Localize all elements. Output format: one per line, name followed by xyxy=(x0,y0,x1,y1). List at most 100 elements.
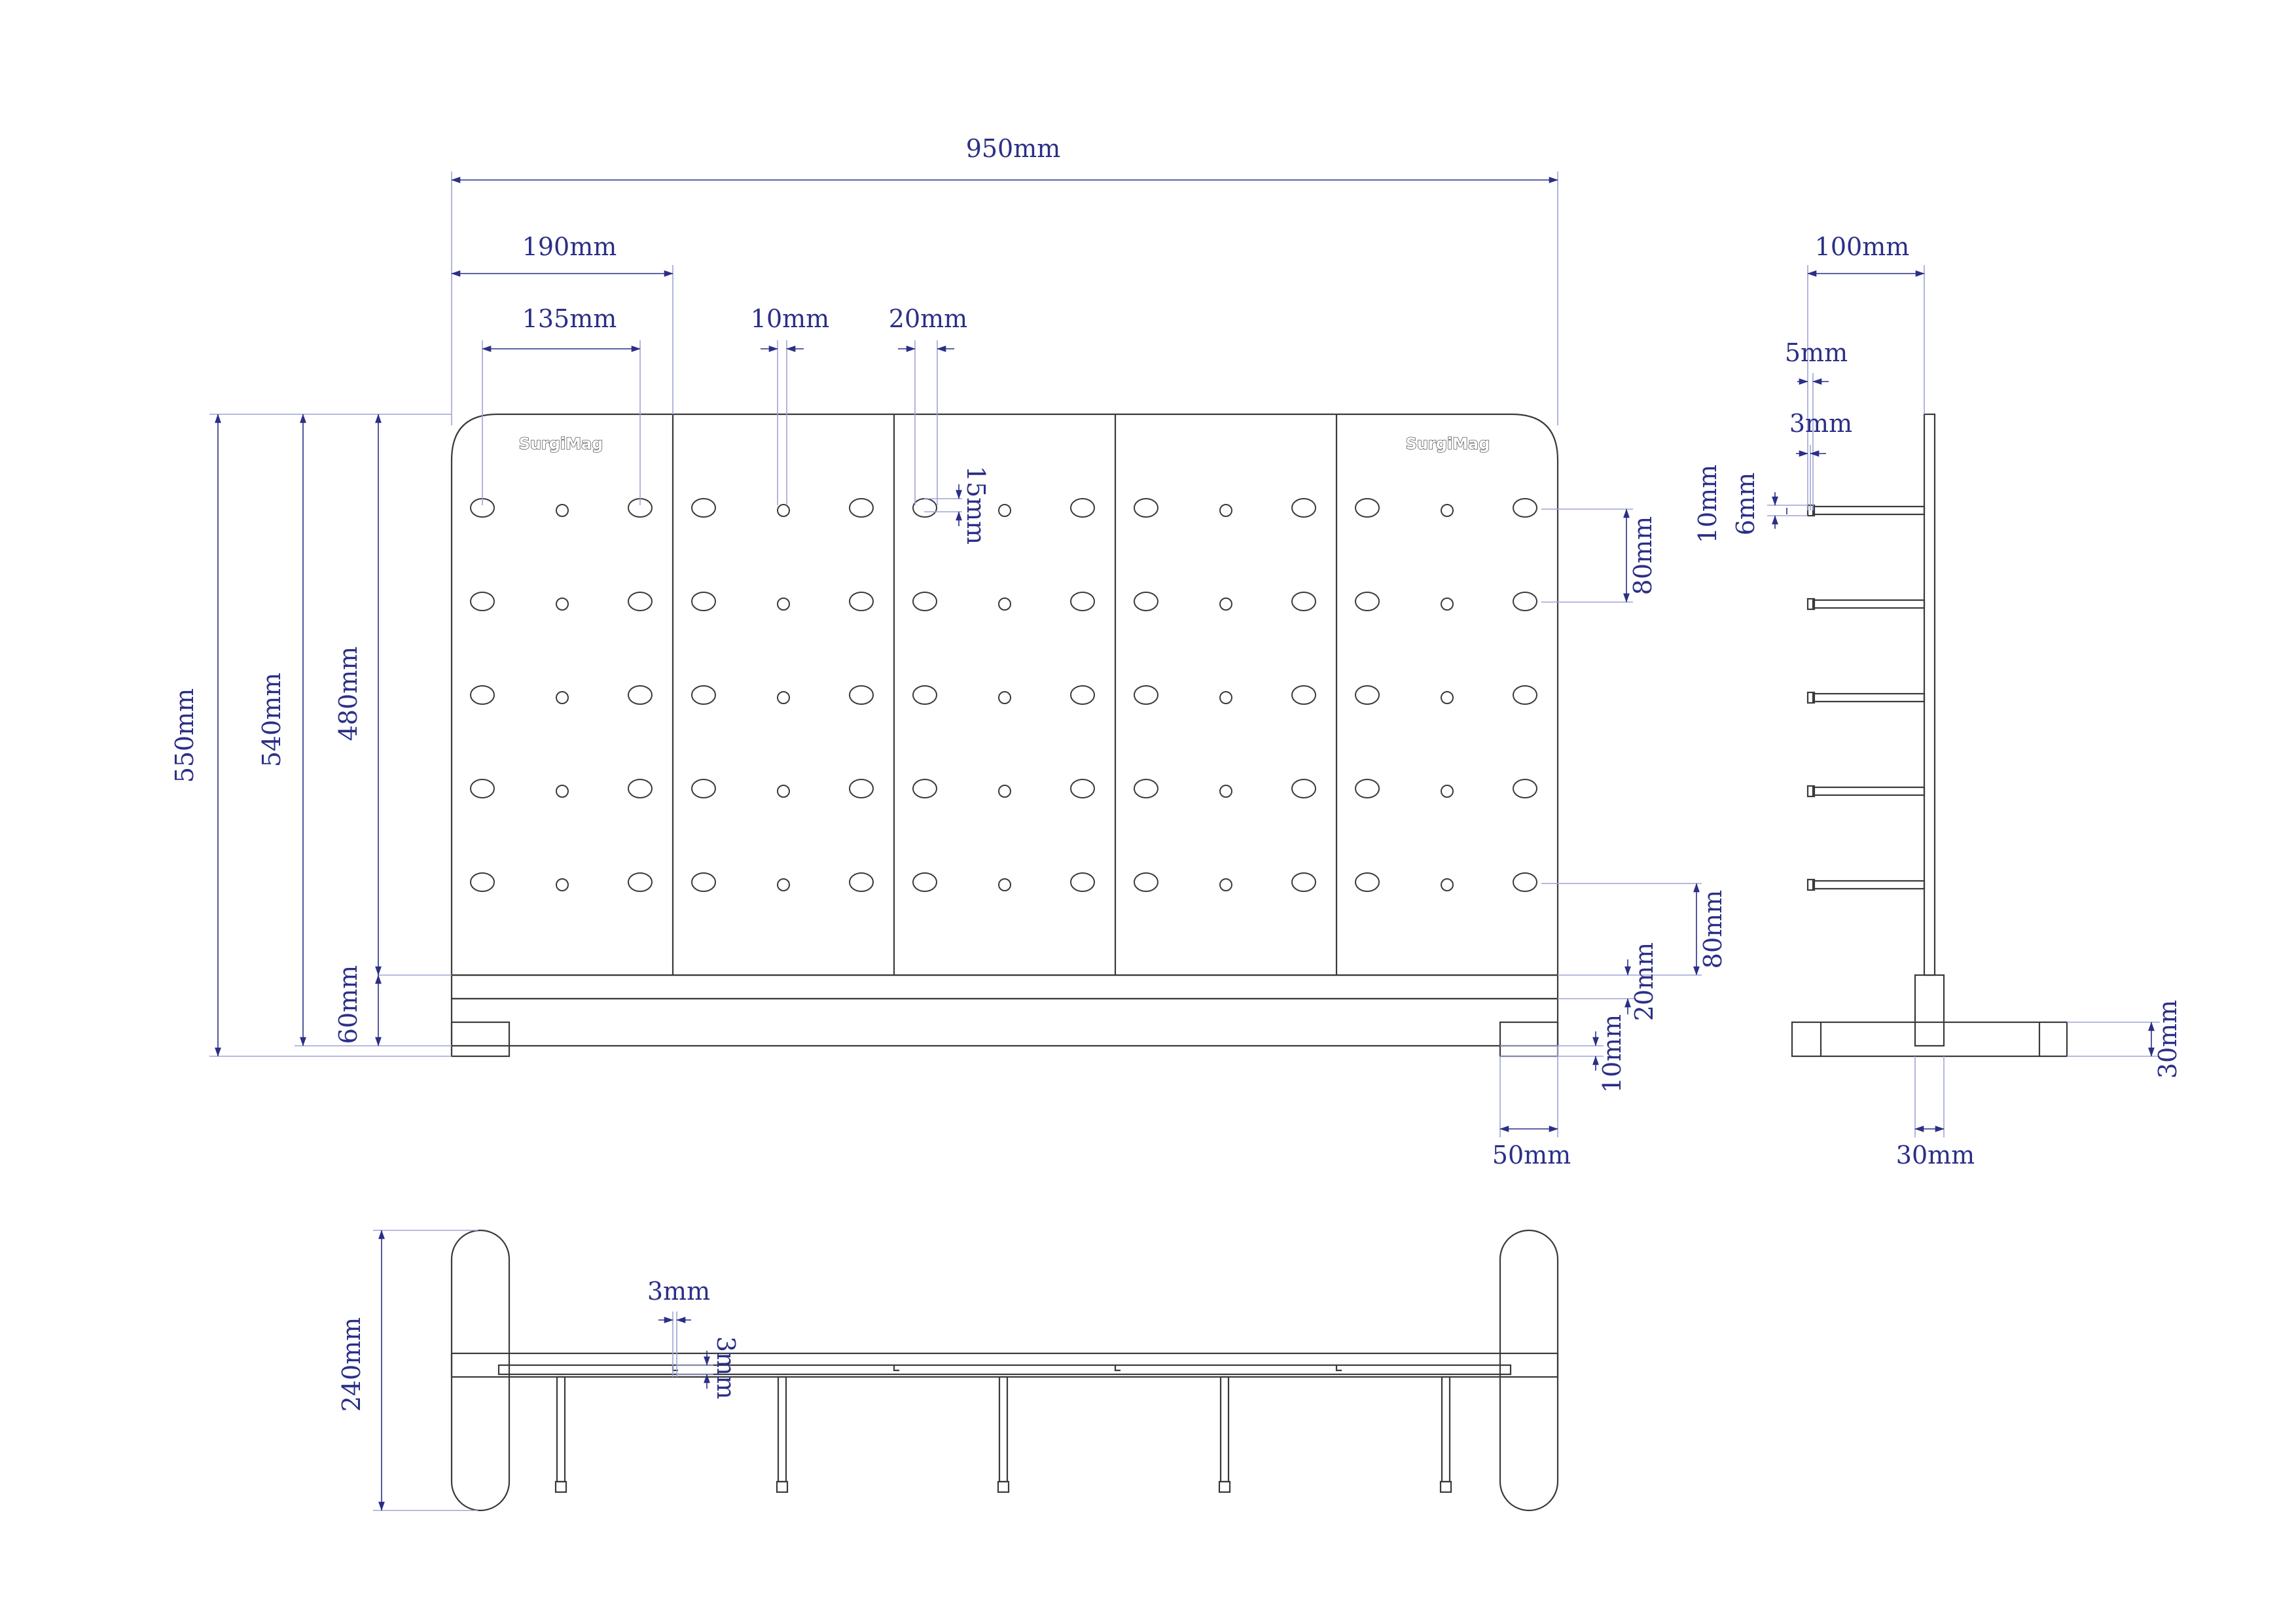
mounting-hole-large xyxy=(1134,592,1158,611)
dim-3-step-label: 3mm xyxy=(711,1336,740,1399)
mounting-hole-large xyxy=(1070,592,1095,611)
mounting-hole-small xyxy=(998,785,1011,798)
dim-540-label: 540mm xyxy=(257,673,286,768)
side-peg xyxy=(1812,505,1926,516)
rail-notch xyxy=(672,1365,678,1372)
dim-10-foot-label: 10mm xyxy=(1598,1014,1626,1093)
dim-190-label: 190mm xyxy=(522,232,617,261)
mounting-hole-small xyxy=(1441,785,1454,798)
top-leg-foot xyxy=(1439,1480,1452,1493)
side-peg xyxy=(1812,786,1926,796)
top-dimensions: 240mm 3mm 3mm xyxy=(337,1230,740,1511)
rail-notch xyxy=(1335,1365,1342,1372)
top-leg xyxy=(556,1376,566,1483)
mounting-hole-small xyxy=(556,504,569,517)
dim-10-label: 10mm xyxy=(751,304,829,333)
top-leg-foot xyxy=(1218,1480,1231,1493)
top-leg-foot xyxy=(554,1480,567,1493)
top-leg xyxy=(998,1376,1009,1483)
mounting-hole-small xyxy=(1219,597,1232,611)
mounting-hole-large xyxy=(1134,779,1158,798)
dim-135-label: 135mm xyxy=(522,304,617,333)
side-base xyxy=(1791,1021,2068,1058)
side-peg xyxy=(1812,692,1926,703)
mounting-hole-small xyxy=(556,878,569,891)
dim-240-label: 240mm xyxy=(337,1317,366,1412)
dim-3-top-label: 3mm xyxy=(647,1277,710,1306)
mounting-hole-small xyxy=(998,691,1011,704)
mounting-hole-large xyxy=(849,779,874,798)
mounting-hole-small xyxy=(998,597,1011,611)
dim-100-label: 100mm xyxy=(1815,232,1910,261)
mounting-hole-large xyxy=(1291,779,1316,798)
dim-10-side-label: 10mm xyxy=(1693,465,1722,543)
dim-5-label: 5mm xyxy=(1785,338,1848,367)
dim-60-label: 60mm xyxy=(334,965,363,1044)
dim-15-label: 15mm xyxy=(961,466,990,544)
dim-480-label: 480mm xyxy=(334,647,363,741)
mounting-hole-large xyxy=(849,685,874,705)
mounting-hole-large xyxy=(691,498,716,518)
dim-20-label: 20mm xyxy=(889,304,967,333)
brand-logo-right: SurgiMag xyxy=(1406,435,1490,453)
brand-logo-left: SurgiMag xyxy=(519,435,603,453)
mounting-hole-small xyxy=(1441,597,1454,611)
dim-30-side-label: 30mm xyxy=(2153,1000,2182,1079)
mounting-hole-large xyxy=(1513,685,1537,705)
board-outline xyxy=(450,413,1559,976)
foot-right xyxy=(1499,1021,1559,1058)
mounting-hole-large xyxy=(1070,498,1095,518)
base-strip xyxy=(450,974,1559,1000)
mounting-hole-large xyxy=(470,685,495,705)
top-leg xyxy=(1219,1376,1230,1483)
mounting-hole-large xyxy=(1355,685,1380,705)
side-dimensions: 100mm 5mm 3mm 10mm 6mm 30mm 30mm xyxy=(1693,232,2182,1169)
mounting-hole-large xyxy=(912,592,937,611)
mounting-hole-large xyxy=(470,872,495,892)
mounting-hole-large xyxy=(628,592,653,611)
mounting-hole-large xyxy=(691,685,716,705)
mounting-hole-small xyxy=(1219,691,1232,704)
top-leg-foot xyxy=(776,1480,789,1493)
mounting-hole-small xyxy=(777,691,790,704)
mounting-hole-large xyxy=(849,592,874,611)
dim-20-base-label: 20mm xyxy=(1630,942,1659,1021)
dim-80-top-label: 80mm xyxy=(1628,516,1657,595)
mounting-hole-large xyxy=(470,779,495,798)
mounting-hole-small xyxy=(998,878,1011,891)
mounting-hole-large xyxy=(1513,592,1537,611)
mounting-hole-large xyxy=(470,592,495,611)
mounting-hole-large xyxy=(691,872,716,892)
side-peg xyxy=(1812,599,1926,609)
side-peg-tip xyxy=(1806,597,1816,611)
mounting-hole-small xyxy=(777,597,790,611)
hole-grid xyxy=(470,498,1537,892)
rail-notch xyxy=(1114,1365,1121,1372)
side-pegs xyxy=(1806,504,1926,891)
mounting-hole-small xyxy=(1441,504,1454,517)
mounting-hole-small xyxy=(1441,691,1454,704)
side-post xyxy=(1914,974,1945,1047)
mounting-hole-small xyxy=(556,691,569,704)
dim-80-bottom-label: 80mm xyxy=(1698,890,1727,969)
foot-left xyxy=(450,1021,511,1058)
mounting-hole-small xyxy=(1219,785,1232,798)
mounting-hole-large xyxy=(1513,779,1537,798)
side-view xyxy=(1791,413,2068,1058)
side-peg-tip xyxy=(1806,691,1816,704)
mounting-hole-small xyxy=(556,597,569,611)
top-leg-foot xyxy=(997,1480,1010,1493)
dim-3-label: 3mm xyxy=(1789,409,1852,438)
front-dimensions: 950mm 190mm 135mm 10mm 20mm 15mm 80mm xyxy=(170,134,1727,1169)
mounting-hole-large xyxy=(1134,872,1158,892)
mounting-hole-small xyxy=(777,878,790,891)
mounting-hole-large xyxy=(1134,498,1158,518)
side-backboard xyxy=(1923,413,1936,976)
mounting-hole-large xyxy=(912,498,937,518)
top-view xyxy=(450,1229,1559,1512)
mounting-hole-large xyxy=(1513,498,1537,518)
mounting-hole-small xyxy=(1219,504,1232,517)
mounting-hole-small xyxy=(777,504,790,517)
mounting-hole-large xyxy=(1355,872,1380,892)
